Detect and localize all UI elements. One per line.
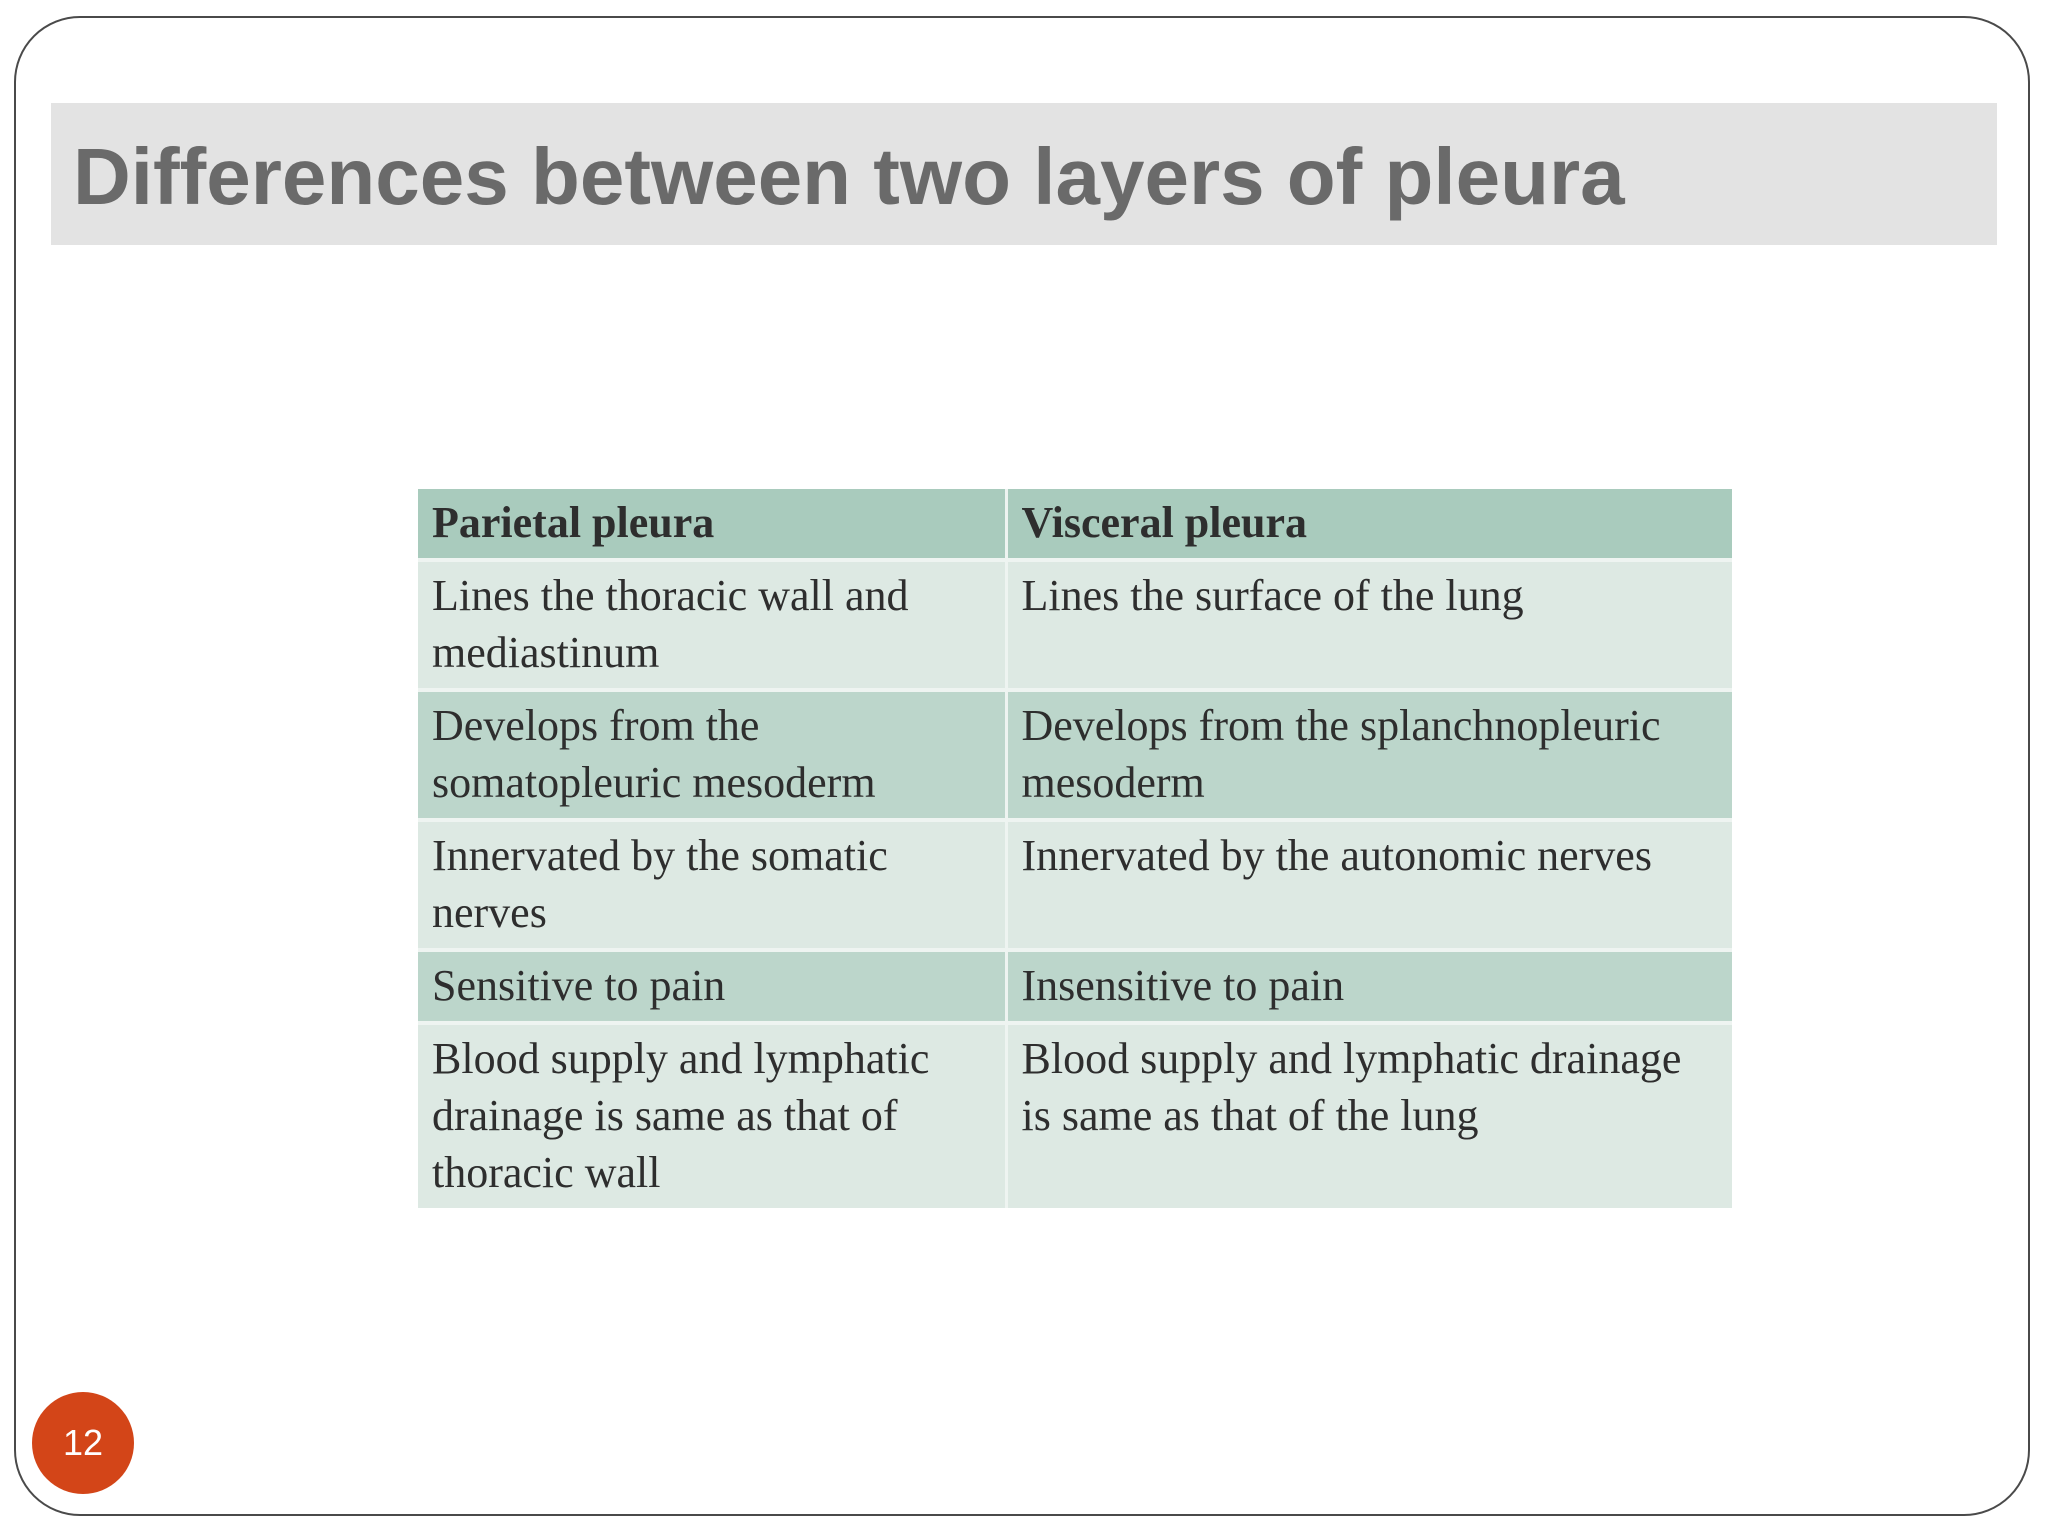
- table-cell-visceral: Insensitive to pain: [1006, 950, 1732, 1025]
- title-bar: Differences between two layers of pleura: [51, 103, 1997, 245]
- table-cell-parietal: Lines the thoracic wall and mediastinum: [418, 560, 1008, 692]
- table-row: Develops from the somatopleuric mesoderm…: [418, 690, 1732, 822]
- table-header-row: Parietal pleura Visceral pleura: [418, 489, 1732, 562]
- pleura-comparison-table: Parietal pleura Visceral pleura Lines th…: [418, 489, 1732, 1208]
- table-cell-visceral: Blood supply and lymphatic drainage is s…: [1006, 1023, 1732, 1208]
- slide-title: Differences between two layers of pleura: [73, 132, 1625, 221]
- table-cell-parietal: Innervated by the somatic nerves: [418, 820, 1008, 952]
- table-cell-parietal: Develops from the somatopleuric mesoderm: [418, 690, 1008, 822]
- table-cell-parietal: Blood supply and lymphatic drainage is s…: [418, 1023, 1008, 1208]
- table-row: Lines the thoracic wall and mediastinum …: [418, 560, 1732, 692]
- header-visceral-pleura: Visceral pleura: [1006, 489, 1732, 562]
- table-cell-visceral: Innervated by the autonomic nerves: [1006, 820, 1732, 952]
- header-parietal-pleura: Parietal pleura: [418, 489, 1008, 562]
- table-cell-visceral: Develops from the splanchnopleuric mesod…: [1006, 690, 1732, 822]
- table-row: Innervated by the somatic nerves Innerva…: [418, 820, 1732, 952]
- table-cell-visceral: Lines the surface of the lung: [1006, 560, 1732, 692]
- page-number-badge: 12: [32, 1392, 134, 1494]
- table-cell-parietal: Sensitive to pain: [418, 950, 1008, 1025]
- table-row: Blood supply and lymphatic drainage is s…: [418, 1023, 1732, 1208]
- table-row: Sensitive to pain Insensitive to pain: [418, 950, 1732, 1025]
